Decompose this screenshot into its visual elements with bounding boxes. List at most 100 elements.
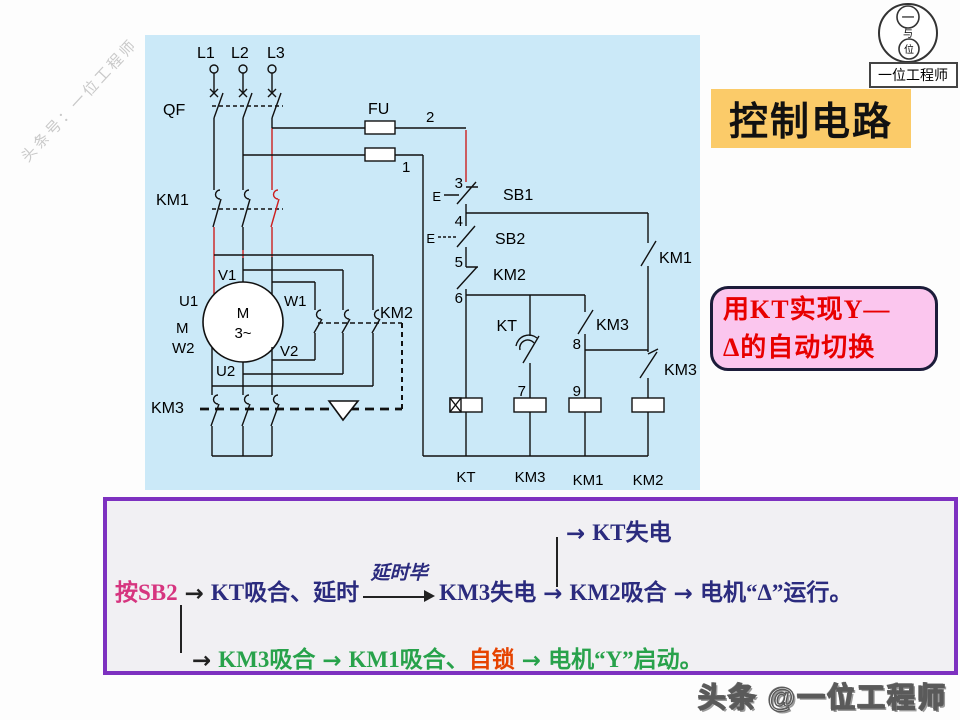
label-wire-8: 8	[573, 336, 581, 353]
flow-row3-step2: KM1吸合、	[348, 647, 469, 672]
label-v1: V1	[218, 267, 236, 284]
flow-connector-kt	[556, 537, 558, 587]
circuit-panel: L1 L2 L3 QF KM1 FU 2 1 V1 U1 W1 M W2 U2 …	[145, 35, 700, 490]
label-km2-nc: KM2	[493, 267, 526, 284]
logo-mid-char: 与	[903, 28, 913, 40]
sb2-e: E	[426, 231, 435, 246]
terminal-l3	[267, 64, 277, 74]
flow-row2-step3: KM2吸合	[569, 580, 667, 605]
logo-top-circle	[896, 5, 920, 29]
flow-row1: → KT失电	[559, 513, 672, 547]
label-wire-7: 7	[518, 383, 526, 400]
motor-m: M	[237, 305, 250, 322]
title-box: 控制电路	[711, 89, 911, 148]
circuit-labels: L1 L2 L3 QF KM1 FU 2 1 V1 U1 W1 M W2 U2 …	[151, 45, 697, 489]
motor-circle	[202, 281, 284, 363]
label-km1-main: KM1	[156, 192, 189, 209]
flow-row2-step2: KM3失电	[439, 580, 537, 605]
flow-row2-arrow3: →	[673, 581, 693, 607]
sb2-start-button	[438, 225, 476, 248]
logo-label-box	[869, 62, 958, 88]
label-u2: U2	[216, 363, 235, 380]
label-sb2: SB2	[495, 231, 525, 248]
flow-delay-arrow-head	[424, 590, 436, 602]
flow-row1-arrow: →	[566, 521, 586, 547]
flow-delay-arrow-bar	[363, 596, 427, 598]
label-coil-km3: KM3	[515, 469, 546, 486]
label-km3-nc: KM3	[664, 362, 697, 379]
flow-summary-box: → KT失电 按SB2 → KT吸合、延时 延时毕 KM3失电 → KM2吸合 …	[103, 497, 958, 675]
km1-aux-contact	[640, 240, 657, 267]
km3-main-contacts	[210, 394, 280, 457]
label-coil-km1: KM1	[573, 472, 604, 489]
flow-delay-arrow: 延时毕	[363, 563, 436, 607]
page-title: 控制电路	[728, 100, 893, 144]
label-w2: W2	[172, 340, 195, 357]
km1-coil	[568, 397, 602, 413]
flow-row2-step1: KT吸合、延时	[210, 580, 360, 605]
logo-top-char: 一	[901, 10, 914, 25]
terminal-l1	[209, 64, 219, 74]
note-box: 用KT实现Y— Δ的自动切换	[710, 286, 938, 371]
flow-row3: → KM3吸合 → KM1吸合、 自锁 → 电机“Y”启动。	[185, 640, 703, 674]
km2-main-contacts	[313, 309, 402, 334]
flow-row2: 按SB2 → KT吸合、延时 延时毕 KM3失电 → KM2吸合 → 电机“Δ”…	[115, 563, 853, 607]
label-m-outer: M	[176, 320, 189, 337]
km2-nc-contact	[456, 266, 478, 290]
watermark-bottom-right: 头条 @一位工程师	[697, 681, 948, 713]
note-line1: 用KT实现Y—	[723, 294, 891, 324]
logo-bottom-char: 位	[904, 43, 914, 56]
flow-row3-step3: 电机“Y”启动。	[548, 647, 703, 672]
label-coil-km2: KM2	[633, 472, 664, 489]
label-fu: FU	[368, 101, 389, 118]
flow-row3-arrow1: →	[192, 648, 212, 674]
label-wire-2: 2	[426, 109, 434, 126]
label-coil-kt: KT	[456, 469, 475, 486]
km3-nc-contact	[639, 348, 659, 379]
flow-delay-label: 延时毕	[370, 563, 428, 584]
label-wire-1: 1	[402, 159, 410, 176]
label-wire-4: 4	[455, 213, 463, 230]
flow-row2-step4: 电机“Δ”运行。	[699, 580, 853, 605]
label-km2-main: KM2	[380, 305, 413, 322]
logo-label: 一位工程师	[878, 67, 948, 83]
label-sb1: SB1	[503, 187, 533, 204]
label-l1: L1	[197, 45, 215, 62]
km2-coil	[631, 397, 665, 413]
label-wire-9: 9	[573, 383, 581, 400]
fuse-2	[364, 147, 396, 162]
note-line2: Δ的自动切换	[723, 332, 876, 362]
label-u1: U1	[179, 293, 198, 310]
label-l3: L3	[267, 45, 285, 62]
km3-coil	[513, 397, 547, 413]
km1-main-contacts	[212, 189, 283, 228]
flow-press-sb2: 按SB2	[115, 580, 178, 605]
label-wire-5: 5	[455, 254, 463, 271]
power-circuit	[200, 64, 665, 457]
flow-row2-arrow2: →	[543, 581, 563, 607]
flow-row3-step1: KM3吸合	[218, 647, 316, 672]
label-km1-aux: KM1	[659, 250, 692, 267]
flow-row3-arrow2: →	[322, 648, 342, 674]
label-qf: QF	[163, 102, 185, 119]
label-w1: W1	[284, 293, 307, 310]
engineer-logo: 一 与 位 一位工程师	[869, 3, 958, 88]
label-wire-6: 6	[455, 290, 463, 307]
flow-row1-text: KT失电	[592, 520, 672, 545]
red-wires	[213, 128, 467, 294]
fuse-1	[364, 120, 396, 135]
kt-delay-contact	[515, 334, 540, 364]
sb1-e: E	[432, 189, 441, 204]
delta-triangle-symbol	[327, 400, 360, 422]
kt-coil	[449, 397, 483, 413]
label-wire-3: 3	[455, 175, 463, 192]
flow-row3-arrow3: →	[521, 648, 542, 674]
label-km3-no: KM3	[596, 317, 629, 334]
sb1-stop-button	[444, 181, 478, 205]
qf-breaker	[209, 88, 283, 119]
label-l2: L2	[231, 45, 249, 62]
logo-bottom-circle	[898, 38, 920, 60]
flow-self-lock: 自锁	[468, 647, 515, 672]
label-kt-contact: KT	[497, 318, 518, 335]
